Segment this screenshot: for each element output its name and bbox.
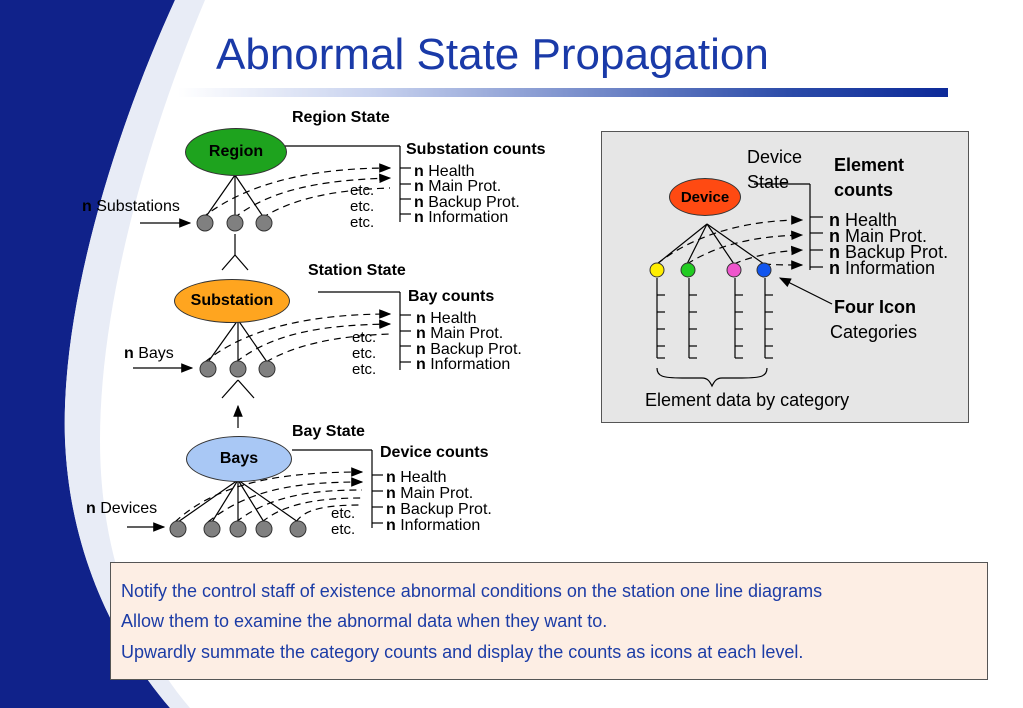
device-panel-lines <box>649 183 833 388</box>
category-health: n Health <box>414 163 475 180</box>
device-state-label-line2: State <box>747 172 790 192</box>
bay-state-label: Bay State <box>292 423 365 440</box>
etc-label: etc. <box>331 521 356 538</box>
category-information: n Information <box>829 258 936 278</box>
bays-node: Bays <box>186 436 292 482</box>
notes-box: Notify the control staff of existence ab… <box>110 562 988 680</box>
category-information: n Information <box>416 356 511 373</box>
etc-label: etc. <box>331 505 356 522</box>
page-title: Abnormal State Propagation <box>216 30 769 79</box>
category-main-prot: n Main Prot. <box>414 178 502 195</box>
element-data-footer: Element data by category <box>645 390 850 410</box>
note-line: Allow them to examine the abnormal data … <box>121 611 608 631</box>
etc-label: etc. <box>350 182 375 199</box>
category-information: n Information <box>414 209 509 226</box>
category-backup-prot: n Backup Prot. <box>416 341 522 358</box>
devices-input-label: n Devices <box>86 500 158 517</box>
device-node: Device <box>669 178 741 216</box>
category-information: n Information <box>386 517 481 534</box>
substation-counts-title: Substation counts <box>406 141 546 158</box>
substations-input-label: n Substations <box>82 198 180 215</box>
category-health: n Health <box>829 210 898 230</box>
note-line: Upwardly summate the category counts and… <box>121 642 804 662</box>
region-state-label: Region State <box>292 109 390 126</box>
category-backup-prot: n Backup Prot. <box>414 194 520 211</box>
device-counts-title: Device counts <box>380 444 489 461</box>
etc-label: etc. <box>350 198 375 215</box>
category-backup-prot: n Backup Prot. <box>386 501 492 518</box>
main-prot-icon <box>680 262 696 278</box>
title-underline <box>178 88 948 97</box>
etc-label: etc. <box>352 345 377 362</box>
etc-label: etc. <box>350 214 375 231</box>
element-counts-title-line1: Element <box>834 155 905 175</box>
etc-label: etc. <box>352 361 377 378</box>
four-icon-title: Four Icon <box>834 297 916 317</box>
station-state-label: Station State <box>308 262 406 279</box>
category-main-prot: n Main Prot. <box>829 226 928 246</box>
bays-input-label: n Bays <box>124 345 174 362</box>
category-health: n Health <box>386 469 447 486</box>
information-icon <box>756 262 772 278</box>
four-icon-subtitle: Categories <box>830 322 918 342</box>
category-health: n Health <box>416 310 477 327</box>
health-icon <box>649 262 665 278</box>
device-panel: Device Device State Element counts n Hea… <box>601 131 969 423</box>
etc-label: etc. <box>352 329 377 346</box>
element-counts-title-line2: counts <box>834 180 894 200</box>
note-line: Notify the control staff of existence ab… <box>121 581 823 601</box>
device-state-label-line1: Device <box>747 147 803 167</box>
substation-node: Substation <box>174 279 290 323</box>
region-node: Region <box>185 128 287 176</box>
category-main-prot: n Main Prot. <box>416 325 504 342</box>
category-main-prot: n Main Prot. <box>386 485 474 502</box>
backup-prot-icon <box>726 262 742 278</box>
bay-counts-title: Bay counts <box>408 288 495 305</box>
category-backup-prot: n Backup Prot. <box>829 242 949 262</box>
